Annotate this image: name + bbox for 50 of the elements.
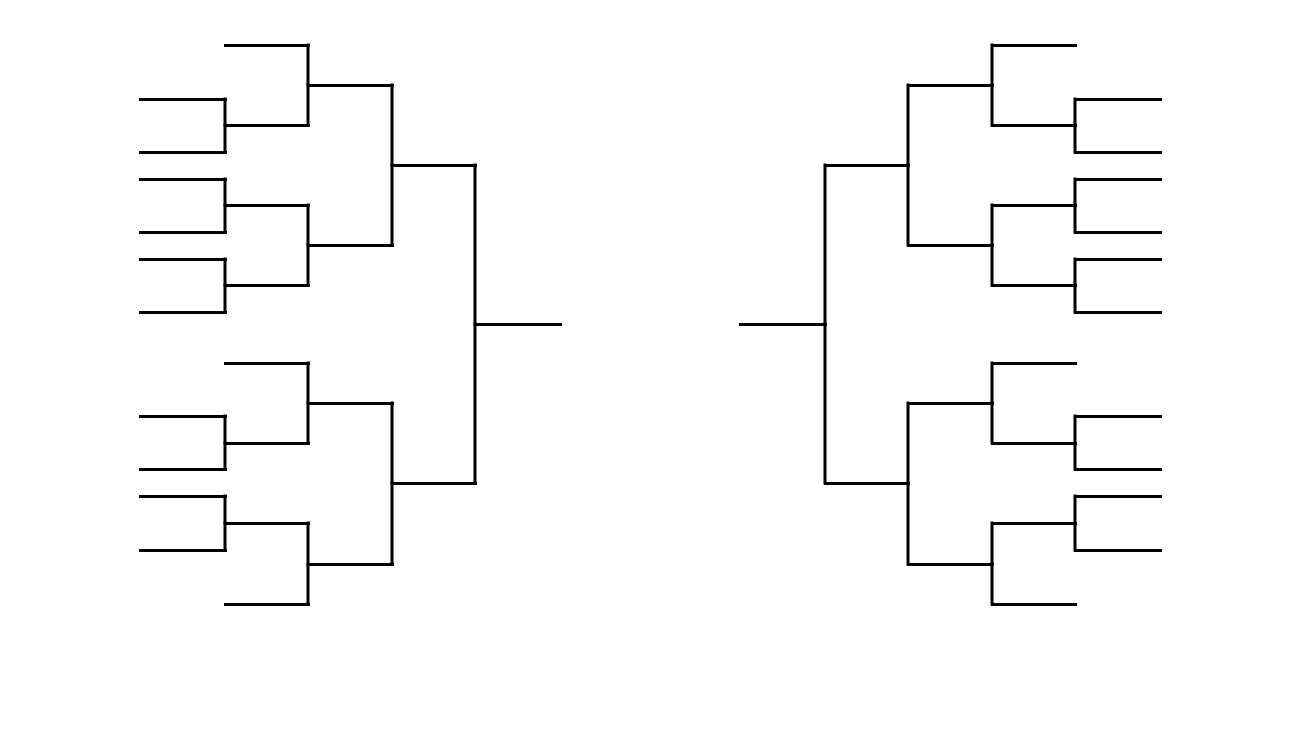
bracket-slot [1073,230,1162,234]
bracket-slot [138,548,227,552]
bracket-slot [990,283,1077,287]
bracket-slot [1073,414,1162,418]
bracket-slot [1073,548,1162,552]
bracket-slot [990,521,1077,525]
bracket-slot [223,283,310,287]
bracket-slot [990,43,1077,47]
bracket-slot [1073,177,1162,181]
bracket-slot [390,481,477,485]
bracket-slot [138,97,227,101]
bracket-slot [223,43,310,47]
bracket-slot [306,562,394,566]
bracket-slot [990,123,1077,127]
bracket-slot [823,163,910,167]
bracket-slot [223,361,310,365]
bracket-slot [823,481,910,485]
bracket-slot [990,203,1077,207]
bracket-slot [223,203,310,207]
bracket-slot [1073,494,1162,498]
bracket-slot [138,177,227,181]
bracket-slot [906,83,994,87]
bracket-slot [306,243,394,247]
bracket-slot [906,562,994,566]
bracket-slot [390,163,477,167]
bracket-slot [473,322,562,326]
bracket-slot [138,414,227,418]
bracket-slot [1073,467,1162,471]
bracket-slot [138,494,227,498]
bracket-slot [1073,150,1162,154]
bracket-slot [223,123,310,127]
bracket-slot [223,602,310,606]
bracket-slot [223,521,310,525]
bracket-slot [738,322,827,326]
bracket-slot [306,83,394,87]
bracket-slot [906,243,994,247]
bracket-slot [1073,257,1162,261]
bracket-slot [138,150,227,154]
bracket-slot [138,467,227,471]
bracket-slot [138,257,227,261]
bracket-slot [138,230,227,234]
bracket-slot [223,441,310,445]
bracket-slot [906,401,994,405]
bracket-slot [990,441,1077,445]
bracket-slot [138,310,227,314]
bracket-slot [990,602,1077,606]
bracket-slot [1073,310,1162,314]
bracket-slot [990,361,1077,365]
bracket-slot [1073,97,1162,101]
bracket-slot [306,401,394,405]
